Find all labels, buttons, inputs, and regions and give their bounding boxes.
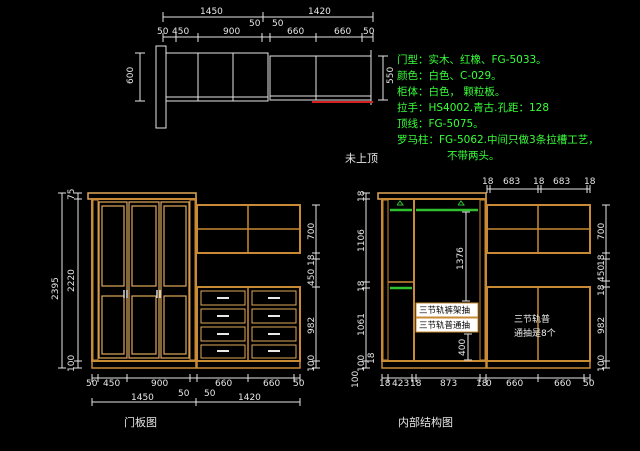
top-dim-1450: 1450 xyxy=(200,7,223,17)
front-dim-100: 100 xyxy=(67,355,77,372)
interior-ldim-18b: 18 xyxy=(357,280,367,292)
top-depth-600: 600 xyxy=(126,67,136,84)
note-no-top: 未上顶 xyxy=(345,152,378,165)
front-dim-2395: 2395 xyxy=(51,277,61,300)
interior-tdim-683a: 683 xyxy=(503,177,520,187)
top-dim2-450: 450 xyxy=(172,27,189,37)
interior-ldim-1106: 1106 xyxy=(357,229,367,252)
front-bdim-50a: 50 xyxy=(86,379,98,389)
interior-bdim-660a: 660 xyxy=(506,379,523,389)
spec-line-door: 门型：实木、红橡、FG-5033。 xyxy=(397,53,547,66)
label-drawer: 三节轨普通抽 xyxy=(419,320,470,331)
interior-outer-100: 100 xyxy=(351,371,361,388)
interior-bdim-18c: 18 xyxy=(476,379,488,389)
top-dim2-660b: 660 xyxy=(334,27,351,37)
interior-bdim-50: 50 xyxy=(583,379,595,389)
interior-ldim-1061: 1061 xyxy=(357,313,367,336)
interior-rdim-18a: 18 xyxy=(597,254,607,266)
front-bdim-450: 450 xyxy=(103,379,120,389)
interior-bdim-873: 873 xyxy=(440,379,457,389)
spec-line-column: 罗马柱：FG-5062.中间只做3条拉槽工艺， xyxy=(397,133,599,146)
front-bdim-50b: 50 xyxy=(293,379,305,389)
spec-line-column-cont: 不带两头。 xyxy=(447,150,500,162)
front-rdim-100: 100 xyxy=(307,355,317,372)
front-dim-75: 75 xyxy=(67,189,77,200)
interior-ldim-18c: 18 xyxy=(367,352,377,364)
interior-rdim-700: 700 xyxy=(597,223,607,240)
interior-rdim-18b: 18 xyxy=(597,284,607,296)
spec-line-handle: 拉手：HS4002.青古.孔距：128 xyxy=(397,101,549,114)
top-dim2-50: 50 xyxy=(157,27,169,37)
spec-line-color: 颜色：白色、C-029。 xyxy=(397,69,502,82)
interior-rdim-450: 450 xyxy=(597,265,607,282)
front-view-caption: 门板图 xyxy=(124,415,157,429)
interior-tdim-18a: 18 xyxy=(482,177,494,187)
interior-bdim-18a: 18 xyxy=(379,379,391,389)
spec-notes: 门型：实木、红橡、FG-5033。 颜色：白色、C-029。 柜体：白色， 颗粒… xyxy=(397,53,599,162)
front-bdim-900: 900 xyxy=(151,379,168,389)
top-dim-50b: 50 xyxy=(272,19,284,29)
front-rdim-450: 450 xyxy=(307,269,317,286)
front-rdim-18: 18 xyxy=(307,254,317,266)
top-view xyxy=(135,12,388,129)
front-view: 75 2395 2220 100 700 18 450 982 100 xyxy=(51,189,320,429)
top-depth-550: 550 xyxy=(386,67,396,84)
interior-ldim-100: 100 xyxy=(357,355,367,372)
interior-tdim-18b: 18 xyxy=(533,177,545,187)
front-bdim-660b: 660 xyxy=(263,379,280,389)
interior-bdim-0: 0 xyxy=(486,379,492,389)
interior-dim-1376: 1376 xyxy=(456,247,466,270)
top-dim-1420: 1420 xyxy=(308,7,331,17)
front-bdim-660a: 660 xyxy=(215,379,232,389)
front-rdim-982: 982 xyxy=(307,317,317,334)
top-dim2-900: 900 xyxy=(223,27,240,37)
spec-line-body: 柜体：白色， 颗粒板。 xyxy=(397,85,505,98)
top-dim-50a: 50 xyxy=(249,19,261,29)
interior-bdim-660b: 660 xyxy=(554,379,571,389)
interior-tdim-683b: 683 xyxy=(553,177,570,187)
interior-rdim-100: 100 xyxy=(597,355,607,372)
front-bdim-1450: 1450 xyxy=(131,393,154,403)
interior-tdim-18c: 18 xyxy=(584,177,596,187)
interior-ldim-18a: 18 xyxy=(357,190,367,202)
top-dim2-50b: 50 xyxy=(363,27,375,37)
label-note-line2: 通抽是8个 xyxy=(514,327,556,339)
interior-dim-400: 400 xyxy=(458,339,468,356)
spec-line-topline: 顶线：FG-5075。 xyxy=(397,117,484,130)
front-bdim-50c: 50 xyxy=(178,389,190,399)
interior-view: 三节轨裤架抽 三节轨普通抽 1376 400 三节轨普 通抽是8个 xyxy=(351,177,610,429)
label-note-line1: 三节轨普 xyxy=(514,313,550,325)
front-bdim-50d: 50 xyxy=(204,389,216,399)
interior-bdim-18b: 18 xyxy=(410,379,422,389)
front-bdim-1420: 1420 xyxy=(238,393,261,403)
interior-bdim-423: 423 xyxy=(392,379,409,389)
front-rdim-700: 700 xyxy=(307,223,317,240)
interior-rdim-982: 982 xyxy=(597,317,607,334)
interior-view-caption: 内部结构图 xyxy=(398,415,453,429)
label-pants-rack: 三节轨裤架抽 xyxy=(419,305,470,316)
front-dim-2220: 2220 xyxy=(67,269,77,292)
top-dim2-660a: 660 xyxy=(287,27,304,37)
